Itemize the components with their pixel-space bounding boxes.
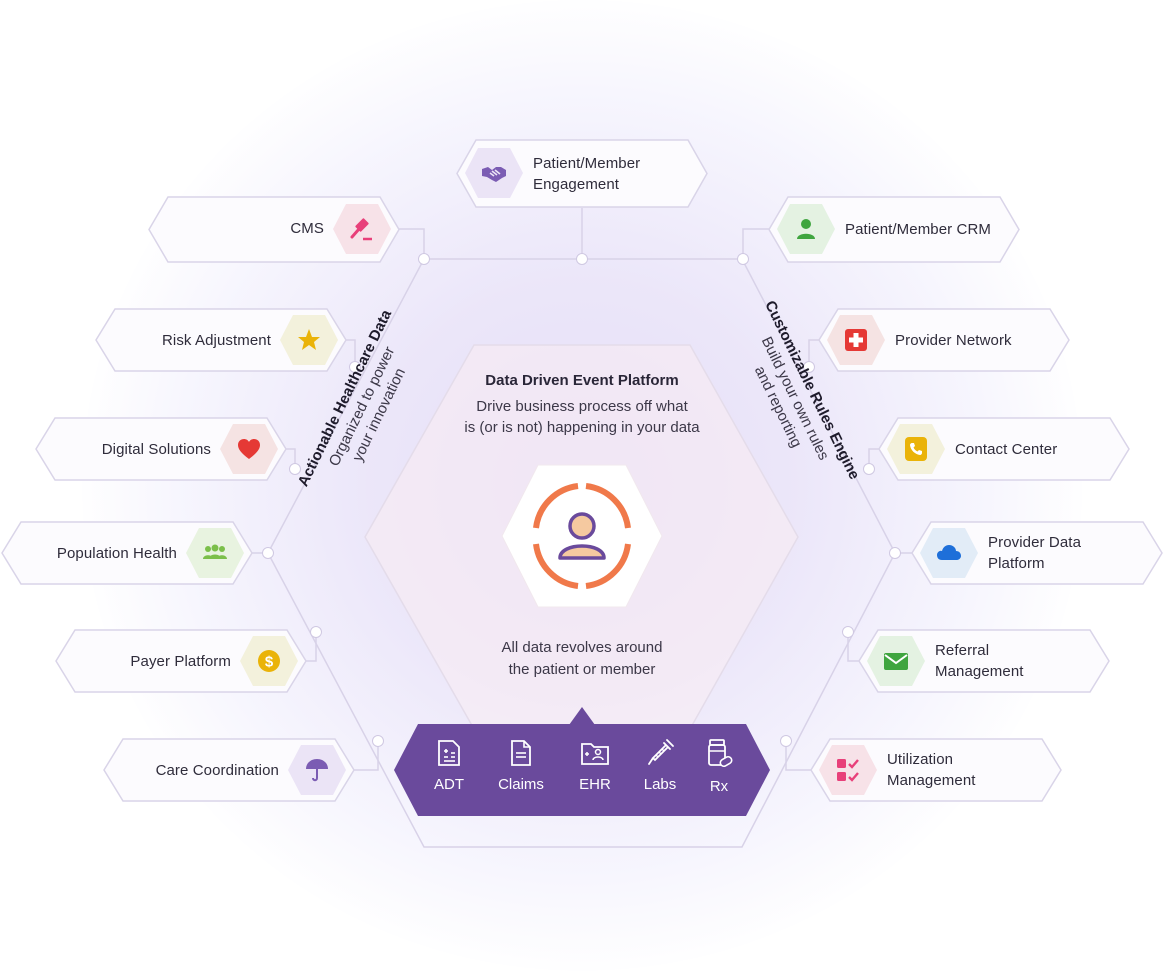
connector-dot: [262, 547, 274, 559]
node-risk-adjustment: Risk Adjustment: [95, 308, 347, 372]
node-population-health: Population Health: [1, 521, 253, 585]
group-icon: [185, 527, 245, 579]
node-label: Patient/Member CRM: [845, 221, 992, 238]
connector-dot: [803, 361, 815, 373]
syringe-icon: [648, 739, 674, 765]
node-provider-data-platform: Provider Data Platform: [911, 521, 1163, 585]
source-label: Claims: [498, 776, 544, 793]
node-label: Risk Adjustment: [161, 331, 271, 349]
connector-dot: [372, 735, 384, 747]
source-labs: Labs: [630, 738, 690, 793]
node-label: Engagement: [533, 175, 620, 193]
medical-cross-icon: [826, 314, 886, 366]
node-utilization-management: Utilization Management: [810, 738, 1062, 802]
node-label: Management: [887, 772, 976, 789]
source-claims: Claims: [491, 738, 551, 793]
node-label: Referral: [935, 642, 990, 659]
connector-dot: [418, 253, 430, 265]
ehr-folder-icon: [581, 743, 609, 765]
source-label: Labs: [643, 776, 677, 793]
cloud-icon: [919, 527, 979, 579]
connector-dot: [576, 253, 588, 265]
center-caption: All data revolves around: [501, 639, 663, 656]
umbrella-icon: [287, 744, 347, 796]
node-label: Provider Network: [895, 331, 1012, 349]
node-payer-platform: Payer Platform $: [55, 629, 307, 693]
center-caption: the patient or member: [508, 661, 656, 678]
center-title: Data Driven Event Platform: [485, 372, 679, 389]
dollar-coin-icon: $: [239, 635, 299, 687]
center-subtitle: is (or is not) happening in your data: [464, 419, 700, 436]
connector-dot: [737, 253, 749, 265]
node-digital-solutions: Digital Solutions: [35, 417, 287, 481]
node-label: Digital Solutions: [101, 440, 211, 458]
source-adt: ADT: [419, 738, 479, 793]
node-label: Care Coordination: [155, 761, 279, 779]
connector-dot: [310, 626, 322, 638]
source-label: Rx: [709, 778, 729, 795]
connector-dot: [289, 463, 301, 475]
node-label: Payer Platform: [130, 652, 231, 670]
person-icon: [776, 203, 836, 255]
envelope-icon: [866, 635, 926, 687]
source-ehr: EHR: [565, 738, 625, 793]
node-label: Provider Data: [988, 534, 1082, 551]
svg-text:$: $: [265, 654, 274, 671]
node-label: Patient/Member: [533, 154, 641, 172]
node-patient-member-engagement: Patient/Member Engagement: [456, 139, 708, 208]
checklist-icon: [818, 744, 878, 796]
node-patient-member-crm: Patient/Member CRM: [768, 196, 1020, 263]
connector-dot: [780, 735, 792, 747]
node-label: Contact Center: [955, 440, 1058, 458]
connector-dot: [889, 547, 901, 559]
person-target-icon: [501, 464, 663, 608]
node-referral-management: Referral Management: [858, 629, 1110, 693]
adt-document-icon: [438, 740, 460, 766]
node-contact-center: Contact Center: [878, 417, 1130, 481]
source-label: ADT: [434, 776, 464, 793]
phone-icon: [886, 423, 946, 475]
node-label: Platform: [988, 555, 1045, 572]
source-rx: Rx: [689, 738, 749, 795]
node-label: Population Health: [56, 544, 177, 562]
center-subtitle: Drive business process off what: [476, 398, 688, 415]
data-source-bar: [394, 724, 770, 816]
star-icon: [279, 314, 339, 366]
connector-dot: [349, 361, 361, 373]
connector-dot: [842, 626, 854, 638]
heart-icon: [219, 423, 279, 475]
pill-bottle-icon: [708, 739, 733, 768]
node-provider-network: Provider Network: [818, 308, 1070, 372]
node-label: Management: [935, 663, 1024, 680]
connector-dot: [863, 463, 875, 475]
node-care-coordination: Care Coordination: [103, 738, 355, 802]
claims-document-icon: [511, 740, 531, 766]
handshake-icon: [464, 147, 524, 199]
bar-pointer: [569, 707, 595, 725]
node-cms: CMS: [148, 196, 400, 263]
gavel-icon: [332, 203, 392, 255]
node-label: Utilization: [887, 751, 954, 768]
node-label: CMS: [290, 219, 324, 237]
source-label: EHR: [579, 776, 611, 793]
